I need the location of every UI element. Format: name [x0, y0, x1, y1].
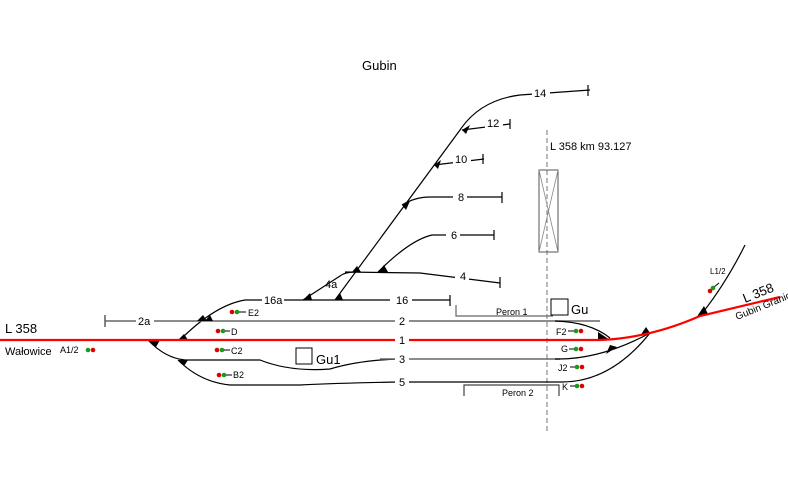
post-gu1-label: Gu1 — [316, 352, 341, 367]
track-2-right-connection — [554, 320, 611, 339]
track-2a-label: 2a — [138, 316, 151, 328]
signal-e2-label: E2 — [248, 308, 259, 318]
signal-g: G — [561, 344, 584, 354]
signal-f2-label: F2 — [556, 327, 567, 337]
signal-b2-label: B2 — [233, 370, 244, 380]
track-branch-l — [699, 244, 746, 317]
main-line-l358 — [0, 295, 781, 342]
signal-k-label: K — [562, 382, 568, 392]
track-16 — [179, 299, 450, 341]
signal-a: A1/2 — [60, 345, 96, 355]
signal-c2: C2 — [214, 346, 243, 356]
signal-c2-label: C2 — [231, 346, 243, 356]
track-16a-label: 16a — [264, 295, 283, 307]
signal-a-label: A1/2 — [60, 345, 79, 355]
post-gu-label: Gu — [571, 302, 588, 317]
signal-g-label: G — [561, 344, 568, 354]
track-3-label: 3 — [399, 354, 405, 366]
track-6 — [377, 234, 494, 273]
bridge-symbol — [538, 169, 559, 253]
post-gu-box — [550, 298, 569, 316]
platform-2 — [463, 384, 560, 396]
track-3-right-connection — [554, 332, 651, 360]
track-2-label: 2 — [399, 316, 405, 328]
track-4a — [302, 271, 356, 301]
platform-2-label: Peron 2 — [502, 388, 534, 398]
signal-d-label: D — [231, 327, 238, 337]
post-gu1-box — [295, 347, 313, 365]
line-left-label: L 358 — [5, 321, 37, 336]
signal-j2: J2 — [558, 363, 585, 373]
track-10-label: 10 — [455, 154, 467, 166]
track-16-label: 16 — [396, 295, 408, 307]
track-4-label: 4 — [460, 271, 466, 283]
signal-e2: E2 — [229, 308, 259, 318]
track-8 — [401, 196, 502, 206]
track-3-left — [147, 339, 401, 371]
track-8-label: 8 — [458, 192, 464, 204]
track-12-label: 12 — [487, 118, 499, 130]
signal-b2: B2 — [216, 370, 244, 380]
km-marker-label: L 358 km 93.127 — [550, 141, 632, 153]
signal-f2: F2 — [556, 327, 584, 337]
station-tracks — [104, 244, 746, 386]
track-4 — [344, 271, 501, 284]
station-walowice-label: Wałowice — [5, 346, 52, 358]
signal-d: D — [215, 327, 238, 337]
track-6-label: 6 — [451, 230, 457, 242]
track-5-label: 5 — [399, 377, 405, 389]
signal-l: L1/2 — [707, 267, 726, 294]
upper-yard — [179, 85, 591, 341]
track-14 — [334, 89, 591, 301]
track-4a-label: 4a — [325, 279, 338, 291]
platform-1 — [455, 305, 553, 317]
platform-1-label: Peron 1 — [496, 307, 528, 317]
track-5 — [177, 332, 651, 386]
track-1-label: 1 — [399, 335, 405, 347]
track-14-label: 14 — [534, 88, 546, 100]
signal-l-label: L1/2 — [710, 267, 726, 276]
signal-k: K — [562, 382, 585, 392]
station-title: Gubin — [362, 58, 397, 73]
signal-j2-label: J2 — [558, 363, 568, 373]
